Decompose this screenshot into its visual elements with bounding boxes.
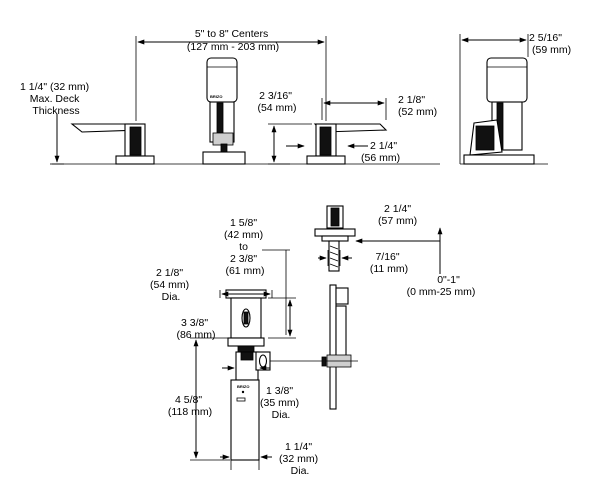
label-centers: 5" to 8" Centers (127 mm - 203 mm) — [187, 28, 279, 53]
label-rod-adjust: 1 5/8" (42 mm) to 2 3/8" (61 mm) — [224, 217, 266, 277]
side-view — [459, 34, 548, 165]
label-drain-height: 3 3/8" (86 mm) — [176, 317, 215, 341]
label-deck-range: 0"-1" (0 mm-25 mm) — [407, 274, 476, 298]
left-handle — [70, 123, 155, 165]
brand-mark: BRIZO — [210, 94, 222, 99]
drain-brand-mark: BRIZO — [237, 384, 249, 389]
dimension-labels: 5" to 8" Centers (127 mm - 203 mm) 1 1/4… — [20, 28, 571, 477]
label-nut-size: 7/16" (11 mm) — [370, 251, 408, 275]
drain-assembly: BRIZO — [190, 205, 443, 470]
label-tail-dia: 1 3/8" (35 mm) Dia. — [260, 385, 302, 421]
label-handle-base: 2 1/4" (56 mm) — [361, 140, 400, 164]
label-outlet-dia: 1 1/4" (32 mm) Dia. — [279, 441, 321, 477]
front-view: BRIZO — [50, 36, 440, 165]
center-spout: BRIZO — [202, 57, 246, 165]
label-deck-thickness: 1 1/4" (32 mm) Max. Deck Thickness — [20, 81, 92, 117]
label-handle-length: 2 1/8" (52 mm) — [398, 94, 437, 118]
label-handle-height: 2 3/16" (54 mm) — [257, 90, 296, 114]
label-flange-dia: 2 1/8" (54 mm) Dia. — [150, 267, 192, 303]
label-spout-diameter: 2 5/16" (59 mm) — [529, 32, 571, 56]
label-rod-width: 2 1/4" (57 mm) — [378, 203, 417, 227]
label-tail-length: 4 5/8" (118 mm) — [168, 394, 212, 418]
right-handle — [306, 123, 388, 165]
